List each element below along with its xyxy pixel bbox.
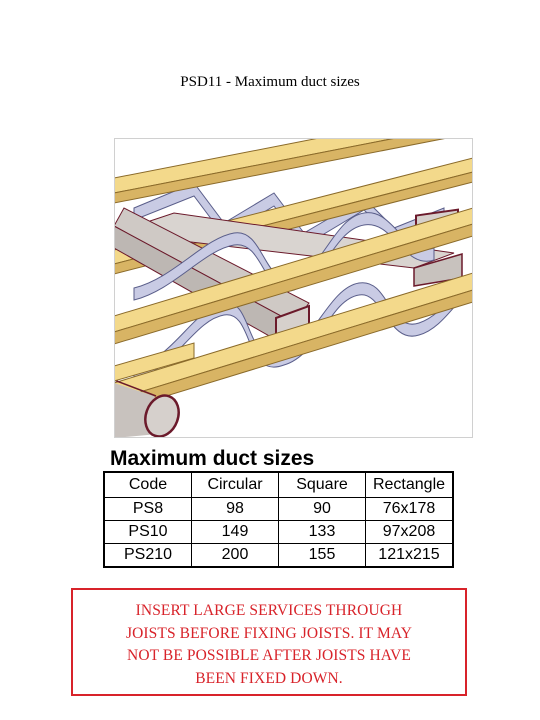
column-header-rectangle: Rectangle — [365, 471, 454, 498]
column-header-circular: Circular — [191, 471, 279, 498]
joist-bottom — [114, 272, 473, 413]
cell-rectangle: 76x178 — [365, 497, 454, 521]
cell-code: PS8 — [103, 497, 192, 521]
warning-box: INSERT LARGE SERVICES THROUGH JOISTS BEF… — [71, 588, 467, 696]
cell-code: PS210 — [103, 543, 192, 568]
cell-code: PS10 — [103, 520, 192, 544]
cell-square: 133 — [278, 520, 366, 544]
joist-top — [114, 138, 450, 204]
table-heading: Maximum duct sizes — [110, 447, 315, 470]
cell-square: 90 — [278, 497, 366, 521]
joist-middle — [114, 207, 473, 345]
page-title: PSD11 - Maximum duct sizes — [180, 74, 360, 90]
circular-duct — [114, 379, 180, 438]
cell-circular: 200 — [191, 543, 279, 568]
cell-circular: 98 — [191, 497, 279, 521]
table-row: PS210 200 155 121x215 — [103, 543, 454, 568]
cell-rectangle: 97x208 — [365, 520, 454, 544]
table-header-row: Code Circular Square Rectangle — [103, 471, 454, 498]
cell-circular: 149 — [191, 520, 279, 544]
joist-duct-illustration — [114, 138, 473, 438]
warning-text: INSERT LARGE SERVICES THROUGH JOISTS BEF… — [126, 602, 412, 687]
joist-lower — [114, 342, 195, 382]
cell-square: 155 — [278, 543, 366, 568]
duct-size-table: Code Circular Square Rectangle PS8 98 90… — [103, 471, 454, 568]
table-row: PS8 98 90 76x178 — [103, 497, 454, 521]
column-header-code: Code — [103, 471, 192, 498]
column-header-square: Square — [278, 471, 366, 498]
cell-rectangle: 121x215 — [365, 543, 454, 568]
table-row: PS10 149 133 97x208 — [103, 520, 454, 544]
